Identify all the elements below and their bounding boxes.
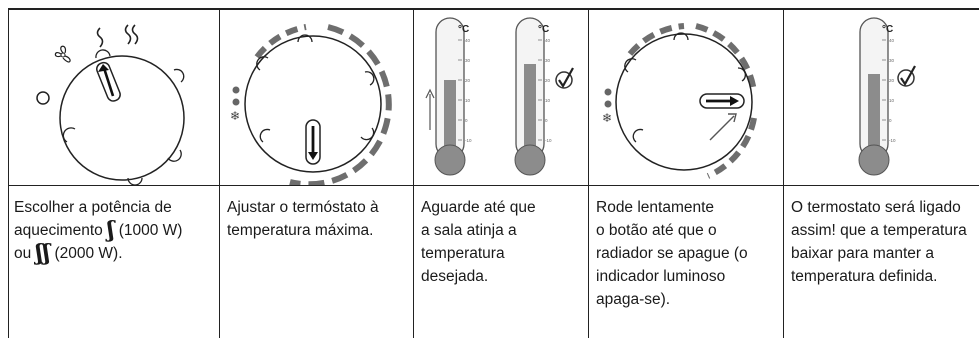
thermometer-tick-label: 40 [465, 38, 471, 43]
caption-text: aquecimento [14, 222, 103, 239]
checkmark-icon [897, 65, 916, 87]
snowflake-icon: ❄ [230, 109, 240, 123]
thermometer-icon: °C [425, 17, 469, 176]
thermometer-tick-label: -10 [889, 138, 896, 143]
step5-caption: O termostato será ligado assim! que a te… [791, 196, 979, 288]
column-divider [783, 10, 784, 338]
thermometer-icon: °C [858, 17, 893, 176]
table-grid [8, 8, 979, 338]
dial-knob [59, 55, 185, 181]
thermometer-tick-label: 0 [889, 118, 892, 123]
thermometer-tick-label: 0 [465, 118, 468, 123]
thermometer-tick-label: 0 [545, 118, 548, 123]
caption-line: ou ʃʃ (2000 W). [14, 242, 210, 265]
caption-line: Escolher a potência de [14, 199, 172, 216]
high-power-squiggle-icon: ʃʃ [35, 240, 51, 266]
caption-line: Aguarde até que [421, 199, 536, 216]
thermometer-tick-label: 10 [465, 98, 471, 103]
indicator-dots-icon [232, 86, 240, 106]
high-power-squiggle-icon [124, 24, 139, 45]
caption-line: baixar para manter a [791, 245, 935, 262]
column-divider [219, 10, 220, 338]
thermometer-unit: °C [882, 24, 893, 35]
thermometer-unit: °C [458, 24, 469, 35]
caption-line: aquecimento ʃ (1000 W) [14, 219, 210, 242]
row-divider [8, 185, 979, 186]
caption-line: Rode lentamente [596, 199, 715, 216]
low-power-squiggle-icon [96, 27, 104, 48]
thermometer-tick-label: 40 [889, 38, 895, 43]
checkmark-icon [555, 67, 574, 89]
thermometer-tick-label: 30 [545, 58, 551, 63]
thermometer-tick-label: -10 [545, 138, 552, 143]
fan-icon [54, 45, 71, 63]
caption-line: desejada. [421, 268, 489, 285]
caption-line: apaga-se). [596, 291, 671, 308]
dial-knob [244, 35, 382, 173]
thermometer-tick-label: 10 [545, 98, 551, 103]
snowflake-icon: ❄ [602, 111, 612, 125]
caption-line: O termostato será ligado [791, 199, 961, 216]
step4-dial-illustration: ❄ [602, 23, 757, 179]
thermometer-tick-label: 10 [889, 98, 895, 103]
column-divider [8, 10, 9, 338]
caption-line: Ajustar o termóstato à [227, 199, 379, 216]
column-divider [413, 10, 414, 338]
caption-line: temperatura definida. [791, 268, 938, 285]
step1-dial-illustration [36, 24, 185, 185]
step1-caption: Escolher a potência de aquecimento ʃ (10… [14, 196, 210, 265]
thermometer-tick-label: 20 [889, 78, 895, 83]
thermometer-tick-label: 30 [465, 58, 471, 63]
off-circle-icon [36, 91, 50, 105]
caption-text: (2000 W). [54, 245, 123, 262]
thermometer-tick-label: 40 [545, 38, 551, 43]
thermometer-tick-label: 20 [545, 78, 551, 83]
caption-text: ou [14, 245, 32, 262]
caption-line: a sala atinja a [421, 222, 517, 239]
thermometer-unit: °C [538, 24, 549, 35]
caption-line: indicador luminoso [596, 268, 726, 285]
caption-line: radiador se apague (o [596, 245, 748, 262]
caption-text: (1000 W) [118, 222, 183, 239]
thermometer-icon: °C [514, 17, 549, 176]
thermometer-tick-label: 30 [889, 58, 895, 63]
caption-line: temperatura máxima. [227, 222, 374, 239]
column-divider [588, 10, 589, 338]
step3-thermometer-illustration: °C °C 40 30 20 10 0 -10 40 30 20 10 0 -10 [425, 17, 574, 176]
step2-dial-illustration: ❄ [230, 24, 392, 185]
low-power-squiggle-icon: ʃ [107, 217, 115, 243]
thermometer-tick-label: -10 [465, 138, 472, 143]
caption-line: o botão até que o [596, 222, 717, 239]
step2-caption: Ajustar o termóstato à temperatura máxim… [227, 196, 407, 242]
thermometer-tick-label: 20 [465, 78, 471, 83]
step4-caption: Rode lentamente o botão até que o radiad… [596, 196, 778, 311]
caption-line: assim! que a temperatura [791, 222, 967, 239]
indicator-dots-icon [604, 88, 612, 108]
step5-thermometer-illustration: °C 40 30 20 10 0 -10 [858, 17, 916, 176]
rotate-arrow-icon [709, 113, 737, 141]
step3-caption: Aguarde até que a sala atinja a temperat… [421, 196, 581, 288]
caption-line: temperatura [421, 245, 505, 262]
